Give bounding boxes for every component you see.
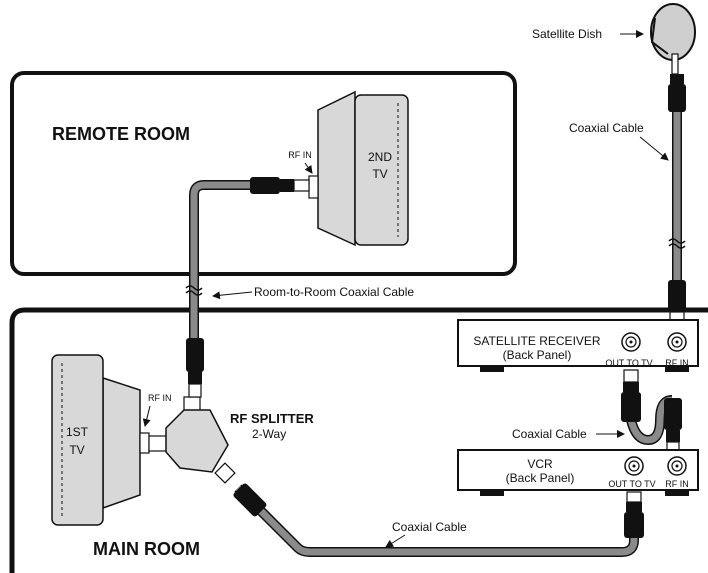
vcr-splitter-cable-label: Coaxial Cable — [392, 520, 467, 534]
vcr-output-connector — [624, 491, 644, 538]
splitter-top-connector — [186, 338, 204, 398]
first-tv: 1ST TV — [51, 354, 150, 526]
receiver-label-line1: SATELLITE RECEIVER — [473, 334, 600, 348]
receiver-rf-in-port-label: RF IN — [665, 358, 689, 368]
dish-to-receiver-cable — [668, 110, 686, 285]
vcr-input-connector — [664, 398, 682, 451]
room-to-room-cable — [185, 180, 252, 340]
satellite-receiver: SATELLITE RECEIVER (Back Panel) OUT TO T… — [457, 319, 699, 372]
receiver-vcr-cable-label: Coaxial Cable — [512, 427, 587, 441]
satellite-dish — [650, 3, 696, 75]
second-tv-connector — [250, 177, 310, 194]
receiver-output-connector — [621, 369, 641, 422]
splitter-subtitle: 2-Way — [252, 427, 286, 441]
main-room — [9, 307, 708, 573]
receiver-out-port-label: OUT TO TV — [605, 358, 652, 368]
first-tv-label-line1: 1ST — [66, 425, 89, 439]
vcr: VCR (Back Panel) OUT TO TV RF IN — [457, 449, 699, 496]
vcr-label-line2: (Back Panel) — [506, 471, 575, 485]
dish-cable-label: Coaxial Cable — [569, 121, 644, 135]
vcr-out-port-label: OUT TO TV — [608, 479, 655, 489]
splitter-title: RF SPLITTER — [230, 411, 314, 426]
second-tv: 2ND TV — [308, 90, 409, 247]
remote-room-label: REMOTE ROOM — [52, 124, 190, 144]
first-tv-rf-in-label: RF IN — [148, 393, 172, 403]
splitter-bottom-connector — [233, 483, 267, 517]
rf-splitter — [148, 396, 236, 484]
second-tv-label-line1: 2ND — [368, 150, 392, 164]
receiver-connector-top — [668, 280, 686, 321]
vcr-label-line1: VCR — [527, 457, 553, 471]
vcr-to-splitter-cable — [234, 484, 639, 557]
second-tv-rf-in-label: RF IN — [288, 150, 312, 160]
second-tv-label-line2: TV — [372, 167, 387, 181]
first-tv-label-line2: TV — [69, 443, 84, 457]
dish-connector — [668, 74, 686, 112]
satellite-dish-label: Satellite Dish — [532, 27, 602, 41]
vcr-rf-in-port-label: RF IN — [665, 479, 689, 489]
room-to-room-cable-label: Room-to-Room Coaxial Cable — [254, 285, 414, 299]
main-room-label: MAIN ROOM — [93, 539, 200, 559]
receiver-label-line2: (Back Panel) — [503, 348, 572, 362]
remote-room — [10, 71, 517, 276]
receiver-to-vcr-cable — [626, 395, 673, 446]
